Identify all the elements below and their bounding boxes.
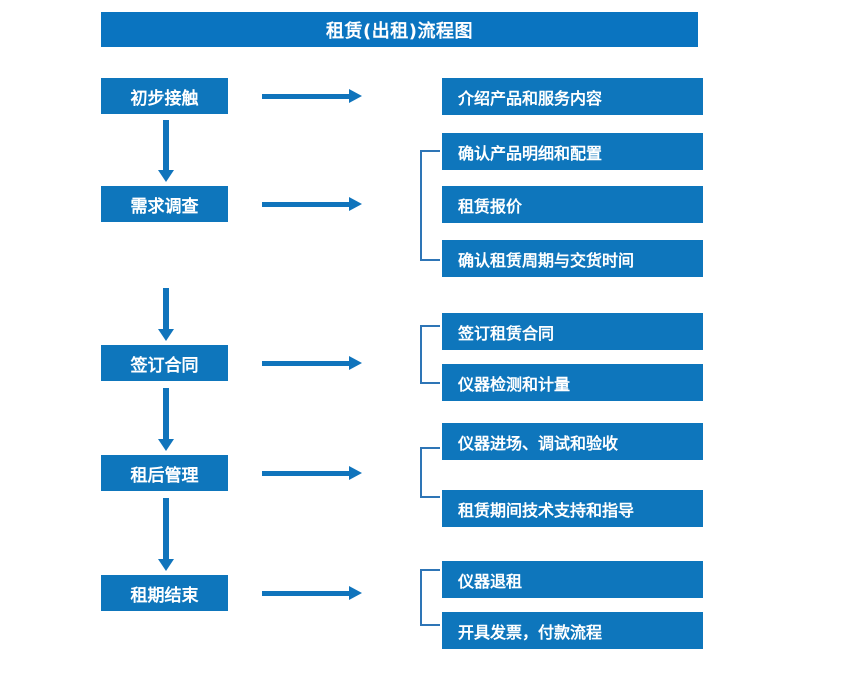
detail-box-5[interactable]: 签订租赁合同 — [442, 313, 703, 350]
detail-box-1[interactable]: 介绍产品和服务内容 — [442, 78, 703, 115]
arrow-head — [158, 559, 174, 571]
stage-box-2[interactable]: 需求调查 — [101, 186, 228, 222]
arrow-shaft — [262, 471, 350, 476]
vertical-arrow-1 — [158, 120, 174, 182]
group-bracket-4 — [420, 569, 440, 626]
arrow-head — [158, 439, 174, 451]
detail-box-9[interactable]: 仪器退租 — [442, 561, 703, 598]
group-bracket-2 — [420, 325, 440, 384]
arrow-shaft — [262, 361, 350, 366]
detail-box-7[interactable]: 仪器进场、调试和验收 — [442, 423, 703, 460]
horizontal-arrow-4 — [262, 466, 362, 480]
arrow-shaft — [163, 388, 169, 439]
arrow-head — [158, 170, 174, 182]
arrow-head — [349, 197, 362, 211]
detail-box-8[interactable]: 租赁期间技术支持和指导 — [442, 490, 703, 527]
detail-box-2[interactable]: 确认产品明细和配置 — [442, 133, 703, 170]
arrow-head — [349, 586, 362, 600]
stage-box-4[interactable]: 租后管理 — [101, 455, 228, 491]
arrow-head — [349, 89, 362, 103]
horizontal-arrow-1 — [262, 89, 362, 103]
arrow-shaft — [262, 94, 350, 99]
vertical-arrow-2 — [158, 288, 174, 341]
horizontal-arrow-5 — [262, 586, 362, 600]
arrow-shaft — [262, 591, 350, 596]
stage-box-1[interactable]: 初步接触 — [101, 78, 228, 114]
horizontal-arrow-2 — [262, 197, 362, 211]
arrow-shaft — [163, 498, 169, 559]
stage-box-5[interactable]: 租期结束 — [101, 575, 228, 611]
detail-box-3[interactable]: 租赁报价 — [442, 186, 703, 223]
arrow-head — [349, 466, 362, 480]
detail-box-10[interactable]: 开具发票，付款流程 — [442, 612, 703, 649]
arrow-shaft — [163, 120, 169, 170]
arrow-shaft — [163, 288, 169, 329]
arrow-head — [158, 329, 174, 341]
horizontal-arrow-3 — [262, 356, 362, 370]
group-bracket-1 — [420, 150, 440, 261]
vertical-arrow-3 — [158, 388, 174, 451]
detail-box-4[interactable]: 确认租赁周期与交货时间 — [442, 240, 703, 277]
arrow-shaft — [262, 202, 350, 207]
stage-box-3[interactable]: 签订合同 — [101, 345, 228, 381]
vertical-arrow-4 — [158, 498, 174, 571]
group-bracket-3 — [420, 447, 440, 498]
arrow-head — [349, 356, 362, 370]
detail-box-6[interactable]: 仪器检测和计量 — [442, 364, 703, 401]
chart-title: 租赁(出租)流程图 — [101, 12, 698, 47]
